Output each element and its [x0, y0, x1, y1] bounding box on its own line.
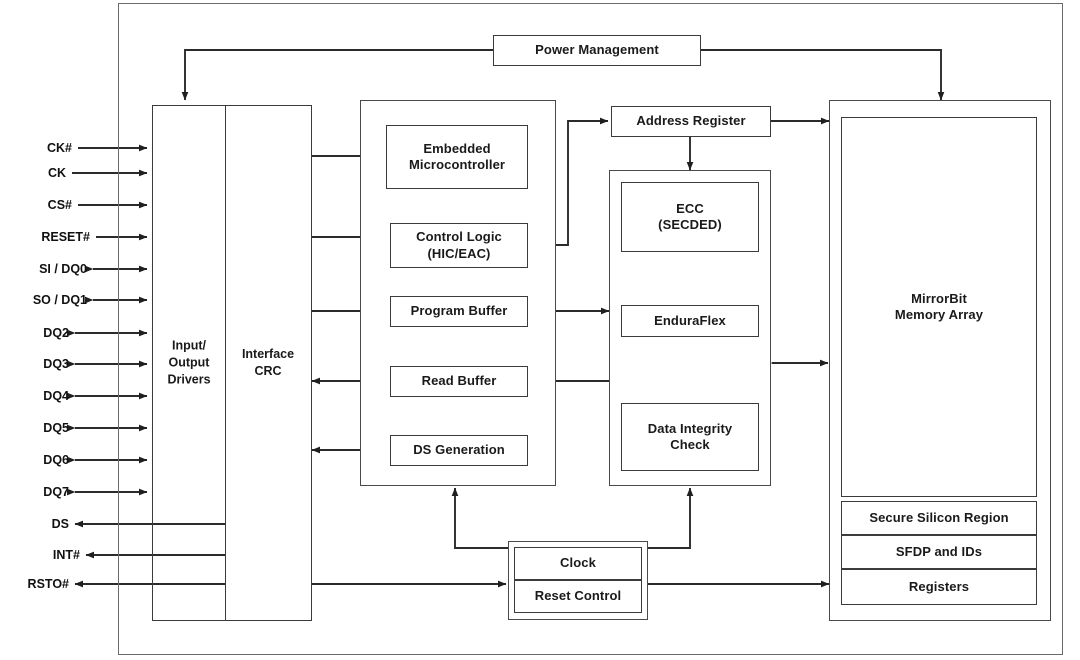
block-reset-control-label: Reset Control — [534, 588, 622, 604]
block-io-drivers-label: Input/ Output Drivers — [167, 338, 211, 387]
block-sfdp-and-ids[interactable]: SFDP and IDs — [841, 535, 1037, 569]
block-interface-crc-label: Interface CRC — [241, 347, 295, 378]
block-power-management-label: Power Management — [535, 42, 659, 58]
block-control-logic[interactable]: Control Logic (HIC/EAC) — [390, 223, 528, 268]
signal-label-rsto-hash: RSTO# — [27, 577, 69, 591]
block-secure-silicon-region[interactable]: Secure Silicon Region — [841, 501, 1037, 535]
block-power-management[interactable]: Power Management — [493, 35, 701, 66]
block-ecc[interactable]: ECC (SECDED) — [621, 182, 759, 252]
block-data-integrity-check-label: Data Integrity Check — [647, 420, 733, 452]
block-enduraflex-label: EnduraFlex — [654, 312, 726, 328]
block-data-integrity-check[interactable]: Data Integrity Check — [621, 403, 759, 471]
block-read-buffer-label: Read Buffer — [421, 373, 497, 389]
block-address-register[interactable]: Address Register — [611, 106, 771, 137]
signal-label-reset: RESET# — [41, 230, 90, 244]
signal-label-so-dq1: SO / DQ1 — [32, 293, 87, 307]
signal-label-ds: DS — [51, 517, 69, 531]
block-io-interface-group — [152, 105, 312, 621]
signal-label-si-dq0: SI / DQ0 — [39, 262, 87, 276]
signal-label-dq7: DQ7 — [43, 485, 69, 499]
block-ds-generation-label: DS Generation — [413, 442, 505, 458]
block-sfdp-and-ids-label: SFDP and IDs — [895, 543, 983, 559]
signal-label-dq2: DQ2 — [43, 326, 69, 340]
block-program-buffer-label: Program Buffer — [410, 303, 508, 319]
signal-label-int-hash: INT# — [52, 548, 80, 562]
block-ecc-label: ECC (SECDED) — [658, 200, 722, 232]
block-registers[interactable]: Registers — [841, 569, 1037, 605]
device-outline-frame — [118, 3, 1063, 655]
block-read-buffer[interactable]: Read Buffer — [390, 366, 528, 397]
block-mirrorbit-memory-array[interactable]: MirrorBit Memory Array — [841, 117, 1037, 497]
io-interface-divider — [225, 105, 226, 621]
signal-label-dq3: DQ3 — [43, 357, 69, 371]
block-mirrorbit-memory-array-label: MirrorBit Memory Array — [894, 290, 984, 322]
block-clock[interactable]: Clock — [514, 547, 642, 580]
block-clock-label: Clock — [560, 555, 596, 571]
block-address-register-label: Address Register — [636, 113, 746, 129]
signal-label-dq6: DQ6 — [43, 453, 69, 467]
signal-label-dq5: DQ5 — [43, 421, 69, 435]
block-embedded-microcontroller[interactable]: Embedded Microcontroller — [386, 125, 528, 189]
block-control-logic-label: Control Logic (HIC/EAC) — [416, 229, 502, 261]
block-registers-label: Registers — [908, 578, 970, 594]
block-program-buffer[interactable]: Program Buffer — [390, 296, 528, 327]
signal-label-cs-hash: CS# — [47, 198, 72, 212]
signal-label-ck-hash: CK# — [46, 141, 72, 155]
signal-label-dq4: DQ4 — [43, 389, 69, 403]
block-secure-silicon-region-label: Secure Silicon Region — [869, 509, 1009, 525]
block-ds-generation[interactable]: DS Generation — [390, 435, 528, 466]
block-reset-control[interactable]: Reset Control — [514, 580, 642, 613]
block-embedded-microcontroller-label: Embedded Microcontroller — [408, 140, 506, 172]
signal-label-ck: CK — [47, 166, 66, 180]
block-enduraflex[interactable]: EnduraFlex — [621, 305, 759, 337]
